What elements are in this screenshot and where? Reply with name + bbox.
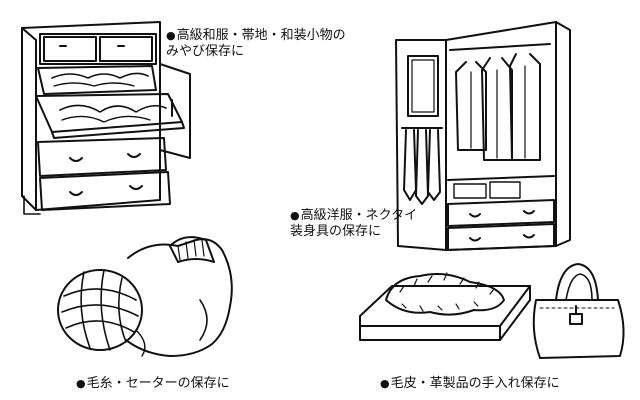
kimono-chest-illustration xyxy=(21,21,191,215)
caption-suits-storage: ●高級洋服・ネクタイ 装身具の保存に xyxy=(290,208,417,240)
bullet-icon: ● xyxy=(166,29,176,42)
fur-handbag-illustration xyxy=(359,263,625,359)
caption-kimono-line2: みやび保存に xyxy=(166,44,245,59)
caption-suits-line2: 装身具の保存に xyxy=(290,224,382,239)
caption-kimono-line1: 高級和服・帯地・和装小物の xyxy=(176,28,346,43)
caption-yarn-storage: ●毛糸・セーターの保存に xyxy=(76,376,230,392)
wardrobe-illustration xyxy=(395,21,571,251)
caption-fur-line1: 毛皮・革製品の手入れ保存に xyxy=(390,376,560,391)
bullet-icon: ● xyxy=(290,209,300,222)
bullet-icon: ● xyxy=(380,377,390,390)
caption-fur-storage: ●毛皮・革製品の手入れ保存に xyxy=(380,376,560,392)
caption-yarn-line1: 毛糸・セーターの保存に xyxy=(86,376,230,391)
caption-suits-line1: 高級洋服・ネクタイ xyxy=(300,208,418,223)
caption-kimono-storage: ●高級和服・帯地・和装小物の みやび保存に xyxy=(166,28,346,60)
bullet-icon: ● xyxy=(76,377,86,390)
yarn-sweater-illustration xyxy=(57,236,233,357)
